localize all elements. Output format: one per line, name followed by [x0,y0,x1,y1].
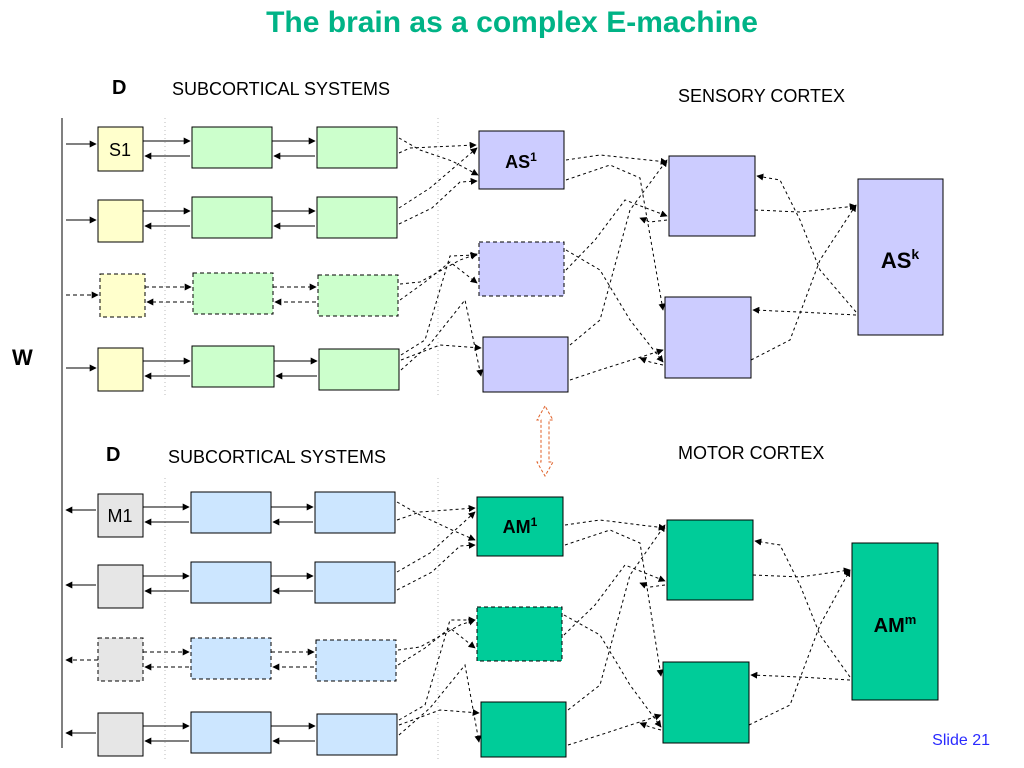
subcortical-motor-box [190,561,272,604]
subcortical-systems-label-top: SUBCORTICAL SYSTEMS [172,79,391,99]
sensor-box [97,347,144,392]
as-box [482,336,569,393]
sensor-box [97,199,144,243]
sensor-box-dashed [99,273,146,318]
motor-cortex-label: MOTOR CORTEX [678,443,825,463]
am1-box [476,496,564,557]
subcortical-motor-box [190,491,272,534]
sensory-motor-exchange-arrow [536,404,554,478]
d-label-bottom: D [106,444,121,466]
subcortical-motor-box [314,491,396,534]
ask-box [857,178,944,336]
sensory-crossing-arrows-2 [565,154,668,381]
as1-box [478,130,565,190]
subcortical-box [318,348,400,391]
motor-m1-label: M1 [107,506,132,526]
sensory-crossing-arrows-1 [398,137,484,377]
subcortical-box [316,126,398,169]
subcortical-motor-box [190,711,272,754]
motor-m1 [97,493,144,538]
motor-crossing-arrows-1 [396,501,482,743]
am-box-dashed [476,606,563,662]
subcortical-systems-label-bottom: SUBCORTICAL SYSTEMS [168,447,387,467]
sensor-s1 [97,126,144,172]
as1-label: AS1 [505,150,537,172]
subcortical-motor-box-dashed [190,637,272,680]
motor-crossing-arrows-2 [563,519,666,746]
sensor-s1-label: S1 [109,140,131,160]
sensory-cortex-box [668,155,756,237]
motor-box-dashed [97,637,144,682]
d-label-top: D [112,77,127,99]
amm-box [851,542,939,701]
subcortical-motor-box [314,561,396,604]
slide-number: Slide 21 [932,732,990,749]
subcortical-box [191,126,273,169]
sensory-cortex-box [664,296,752,379]
motor-box [97,712,144,757]
as-box-dashed [478,241,565,297]
subcortical-box [191,196,273,239]
w-label: W [12,345,33,370]
subcortical-motor-box-dashed [315,639,397,682]
motor-cortex-box [662,661,750,744]
sensory-crossing-arrows-3 [750,173,857,361]
slide-title: The brain as a complex E-machine [266,6,758,39]
sensory-cortex-label: SENSORY CORTEX [678,86,846,106]
motor-box [97,564,144,609]
am1-label: AM1 [503,515,538,537]
am-box [480,701,567,758]
subcortical-box [316,196,398,239]
subcortical-motor-box [316,713,398,756]
subcortical-box-dashed [192,272,274,315]
ask-label: ASk [881,246,920,273]
subcortical-box-dashed [317,274,399,317]
motor-crossing-arrows-3 [748,538,851,726]
motor-cortex-box [666,519,754,601]
amm-label: AMm [874,612,917,637]
subcortical-box [191,345,275,388]
